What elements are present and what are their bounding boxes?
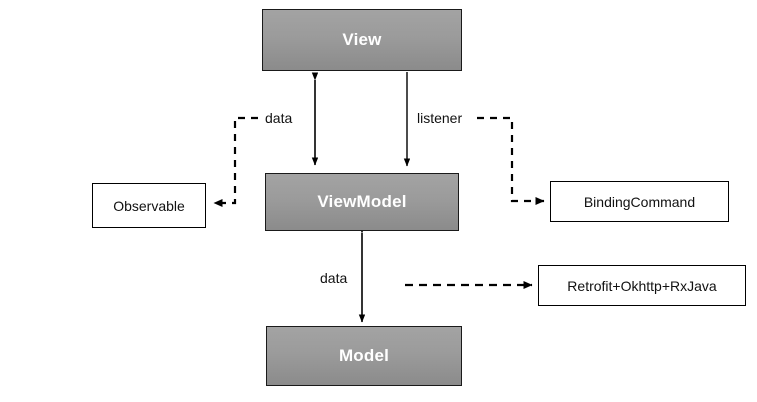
node-bindingcommand-label: BindingCommand: [583, 193, 696, 210]
node-bindingcommand[interactable]: BindingCommand: [550, 181, 729, 222]
edge-data-to-observable: [213, 116, 258, 207]
node-network-stack-label: Retrofit+Okhttp+RxJava: [567, 277, 717, 294]
node-model-label: Model: [338, 346, 390, 365]
node-network-stack[interactable]: Retrofit+Okhttp+RxJava: [538, 265, 746, 306]
node-view-label: View: [342, 30, 382, 49]
edge-listener-to-bindingcommand: [477, 116, 545, 205]
node-observable-label: Observable: [113, 197, 185, 214]
edge-label-data-top: data: [263, 110, 295, 126]
node-model[interactable]: Model: [266, 326, 462, 386]
node-viewmodel[interactable]: ViewModel: [265, 173, 459, 231]
node-view[interactable]: View: [262, 9, 462, 71]
edge-label-listener: listener: [415, 110, 465, 126]
node-observable[interactable]: Observable: [92, 183, 206, 228]
edge-label-data-mid: data: [318, 270, 350, 286]
node-viewmodel-label: ViewModel: [317, 192, 407, 211]
